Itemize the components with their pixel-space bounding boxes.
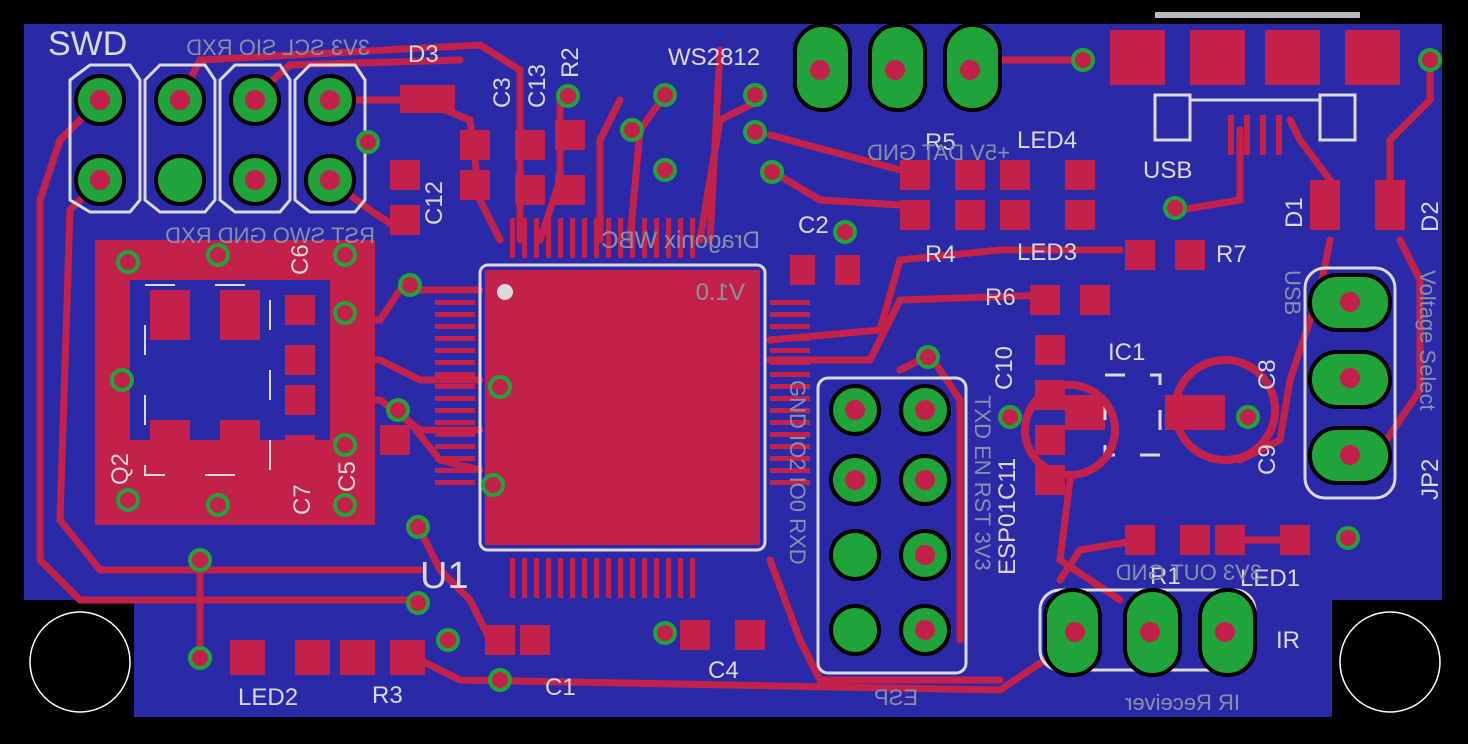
c9-label: C9 xyxy=(1254,444,1281,475)
u1-label: U1 xyxy=(420,555,469,597)
jp2-header xyxy=(1303,266,1397,500)
r7-label: R7 xyxy=(1216,241,1247,268)
c13-label: C13 xyxy=(524,64,551,108)
esp01-label: ESP01 xyxy=(994,500,1021,575)
c4-label: C4 xyxy=(708,657,739,684)
c8-label: C8 xyxy=(1254,359,1281,390)
mounting-hole-right xyxy=(1332,600,1442,717)
top-silkscreen: SWD D3 WS2812 USB R5 LED4 R4 LED3 R7 R6 … xyxy=(48,25,1444,711)
ir-pins: 3V3 OUT GND xyxy=(1116,560,1262,585)
ic1-label: IC1 xyxy=(1108,339,1145,366)
c6-label: C6 xyxy=(287,244,314,275)
led4-label: LED4 xyxy=(1017,127,1077,154)
board-name: Dragonix WBC xyxy=(601,227,760,254)
r4-label: R4 xyxy=(925,241,956,268)
d2-label: D2 xyxy=(1417,201,1444,232)
c10-label: C10 xyxy=(991,346,1018,390)
swd-top-pins: 3V3 SCL SIO RXD xyxy=(186,35,370,60)
c2-label: C2 xyxy=(798,212,829,239)
r2-label: R2 xyxy=(557,47,584,78)
bottom-silkscreen: Dragonix WBC V1.0 3V3 SCL SIO RXD RST SW… xyxy=(165,35,1440,715)
mounting-hole-left xyxy=(24,600,134,717)
c3-label: C3 xyxy=(489,77,516,108)
usb-label: USB xyxy=(1143,157,1192,184)
c11-label: C11 xyxy=(994,458,1021,500)
d3-label: D3 xyxy=(408,41,439,68)
crystal-q2 xyxy=(95,240,375,525)
q2-label: Q2 xyxy=(107,453,134,485)
c1-label: C1 xyxy=(545,674,576,701)
plated-holes xyxy=(74,23,1392,677)
c5-label: C5 xyxy=(334,461,361,492)
r6-label: R6 xyxy=(985,284,1016,311)
led1-label: LED1 xyxy=(1240,565,1300,592)
swd-bottom-pins: RST SWO GND RXD xyxy=(165,223,375,248)
ir-label: IR xyxy=(1276,627,1300,654)
vias xyxy=(110,48,1442,692)
d1-label: D1 xyxy=(1281,197,1308,228)
board-version: V1.0 xyxy=(696,279,745,306)
ws2812-label: WS2812 xyxy=(668,44,760,71)
esp-bottom-label: ESP xyxy=(874,685,918,710)
esp-pins-b: TXD EN RST 3V3 xyxy=(970,395,995,571)
c7-label: C7 xyxy=(289,484,316,515)
voltage-select-label: Voltage Select xyxy=(1415,270,1440,411)
led3-label: LED3 xyxy=(1017,239,1077,266)
usb-side-label: USB xyxy=(1280,270,1305,315)
ir-receiver-label: IR Receiver xyxy=(1125,690,1240,715)
swd-header xyxy=(68,63,367,214)
jp2-label: JP2 xyxy=(1417,459,1444,500)
led2-label: LED2 xyxy=(238,684,298,711)
swd-label: SWD xyxy=(48,25,127,63)
usb-connector xyxy=(1110,30,1400,155)
mcu-u1 xyxy=(435,218,810,598)
esp-pins-a: GND IO2 IO0 RXD xyxy=(785,380,810,565)
r1-label: R1 xyxy=(1150,563,1181,590)
r3-label: R3 xyxy=(372,682,403,709)
r5-label: R5 xyxy=(925,129,956,156)
c12-label: C12 xyxy=(421,181,448,225)
esp-header xyxy=(816,376,968,675)
ws2812-pins: +5V DAT GND xyxy=(867,140,1010,165)
regulator-ic1 xyxy=(1021,356,1279,479)
smd-pads xyxy=(230,85,1405,675)
